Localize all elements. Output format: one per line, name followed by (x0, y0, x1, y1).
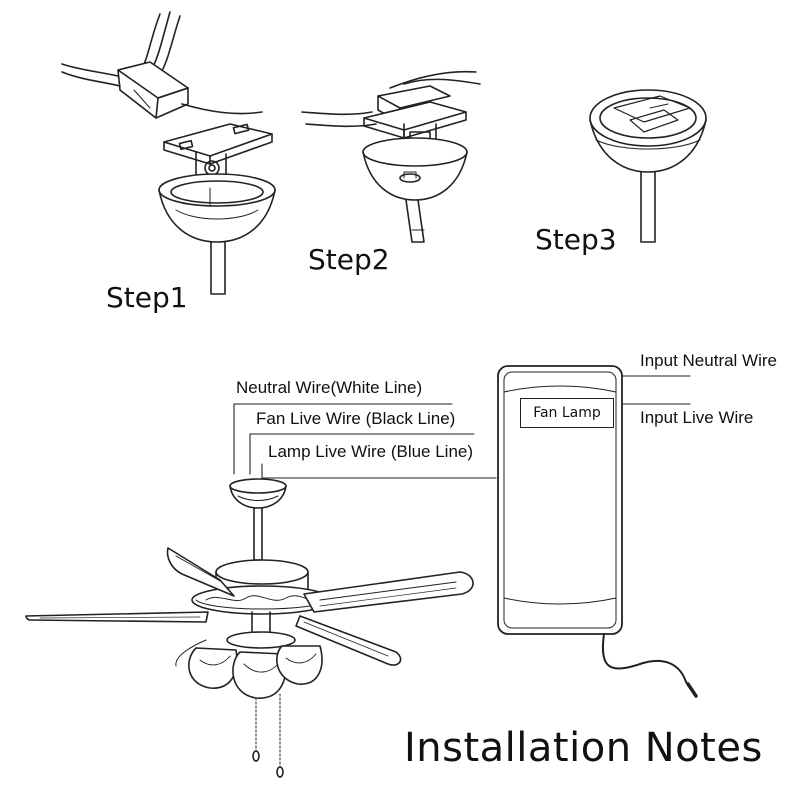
input-live-wire-label: Input Live Wire (640, 408, 754, 427)
wire-leader-lines (233, 375, 691, 479)
neutral-wire-label: Neutral Wire(White Line) (236, 378, 423, 397)
ceiling-fan-illustration (25, 478, 474, 778)
lamp-shade (188, 647, 238, 689)
fan-blade (295, 615, 402, 666)
step3-label: Step3 (535, 223, 617, 256)
step1-illustration (61, 11, 276, 295)
step2-label: Step2 (308, 243, 390, 276)
fan-live-wire-label: Fan Live Wire (Black Line) (256, 409, 456, 428)
lamp-shade (276, 645, 323, 685)
fan-lamp-button[interactable]: Fan Lamp (520, 398, 614, 428)
input-neutral-wire-label: Input Neutral Wire (640, 351, 777, 370)
lamp-shade (175, 639, 207, 667)
fan-blade (166, 547, 235, 597)
fan-blade (303, 571, 474, 613)
lamp-live-wire-label: Lamp Live Wire (Blue Line) (268, 442, 474, 461)
step1-label: Step1 (106, 281, 188, 314)
receiver-box-illustration (497, 365, 698, 698)
fan-blade (25, 611, 209, 623)
page-title: Installation Notes (404, 725, 763, 771)
step3-illustration (589, 89, 707, 243)
step2-illustration (301, 70, 481, 243)
